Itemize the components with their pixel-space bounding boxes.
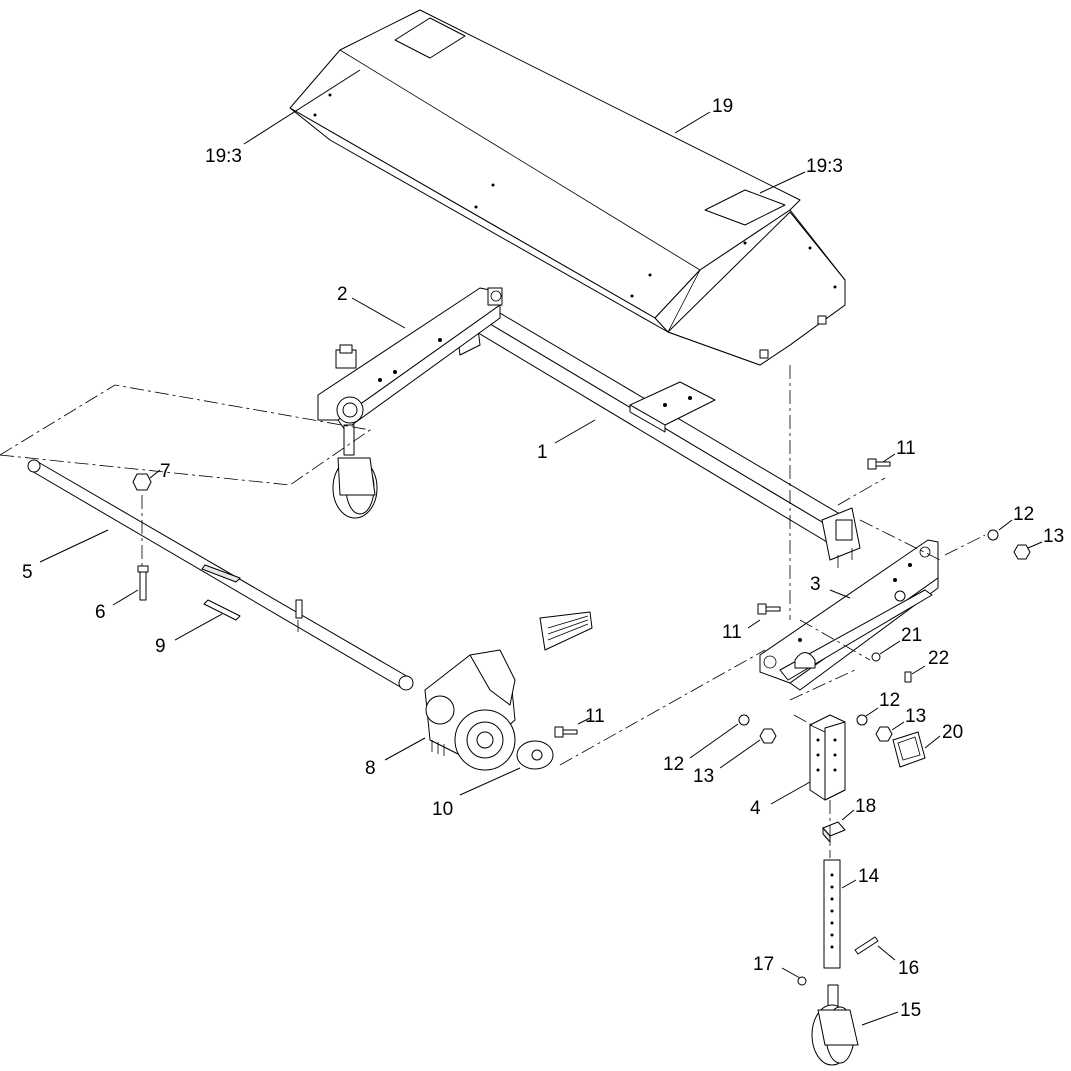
- callout-7: 7: [160, 461, 171, 482]
- square-tube-4: [809, 714, 846, 801]
- callout-19-3-right: 19:3: [806, 156, 843, 177]
- washer-12-top: [987, 529, 999, 541]
- left-bracket: [317, 287, 503, 519]
- callout-12-right: 12: [879, 690, 900, 711]
- callout-19: 19: [712, 96, 733, 117]
- cover-plate-10: [516, 740, 554, 770]
- callout-5: 5: [22, 562, 33, 583]
- callout-11-mid: 11: [722, 622, 742, 643]
- callout-19-3-left: 19:3: [205, 146, 242, 167]
- pin-16: [854, 936, 879, 955]
- callout-1: 1: [537, 442, 548, 463]
- bolt-22: [904, 671, 912, 683]
- callout-21: 21: [901, 625, 922, 646]
- drive-shaft: [27, 459, 414, 691]
- callout-20: 20: [942, 722, 963, 743]
- bolt-11-low: [554, 726, 578, 738]
- caster-post-14: [823, 859, 841, 969]
- gearbox-8: [424, 611, 593, 771]
- callout-6: 6: [95, 602, 106, 623]
- callout-11-low: 11: [585, 706, 605, 727]
- callout-14: 14: [858, 866, 880, 887]
- bolt-11-top: [867, 458, 891, 470]
- callout-3: 3: [810, 574, 821, 595]
- callout-labels: 19:3 19 19:3 2 1 7 11 12 13 5 3 6 11 21 …: [22, 96, 1064, 1021]
- decal-19-3-right: [704, 189, 786, 226]
- nut-13-right: [875, 726, 893, 742]
- callout-4: 4: [750, 798, 761, 819]
- phantom-lines: [0, 365, 986, 858]
- cap-18: [822, 821, 846, 844]
- callout-13-mid: 13: [693, 766, 714, 787]
- caster-wheel-15: [811, 984, 859, 1066]
- callout-22: 22: [928, 648, 949, 669]
- callout-15: 15: [900, 1000, 921, 1021]
- cover-shroud: [289, 9, 846, 366]
- callout-17: 17: [753, 954, 774, 975]
- callout-12-mid: 12: [663, 754, 684, 775]
- bolt-6: [137, 565, 149, 601]
- leader-lines: [39, 69, 1043, 1026]
- nut-7: [132, 473, 152, 491]
- callout-12-top: 12: [1013, 504, 1034, 525]
- callout-10: 10: [432, 799, 453, 820]
- axle-tube: [454, 304, 861, 568]
- washer-12-mid: [738, 714, 750, 726]
- callout-13-top: 13: [1043, 526, 1064, 547]
- callout-8: 8: [365, 758, 376, 779]
- callout-2: 2: [337, 284, 348, 305]
- nut-13-top: [1013, 544, 1031, 560]
- callout-18: 18: [855, 796, 876, 817]
- callout-9: 9: [155, 636, 166, 657]
- nut-13-mid: [759, 728, 777, 744]
- washer-21: [871, 652, 881, 662]
- decal-19-3-left: [394, 17, 466, 59]
- right-bracket: [759, 539, 939, 691]
- washer-12-right: [856, 714, 868, 726]
- callout-11-top: 11: [896, 438, 916, 459]
- bolt-11-mid: [757, 603, 781, 615]
- clip-20: [892, 731, 926, 768]
- nut-17: [797, 976, 807, 986]
- callout-13-right: 13: [905, 706, 926, 727]
- callout-16: 16: [898, 958, 919, 979]
- key-9: [203, 599, 241, 621]
